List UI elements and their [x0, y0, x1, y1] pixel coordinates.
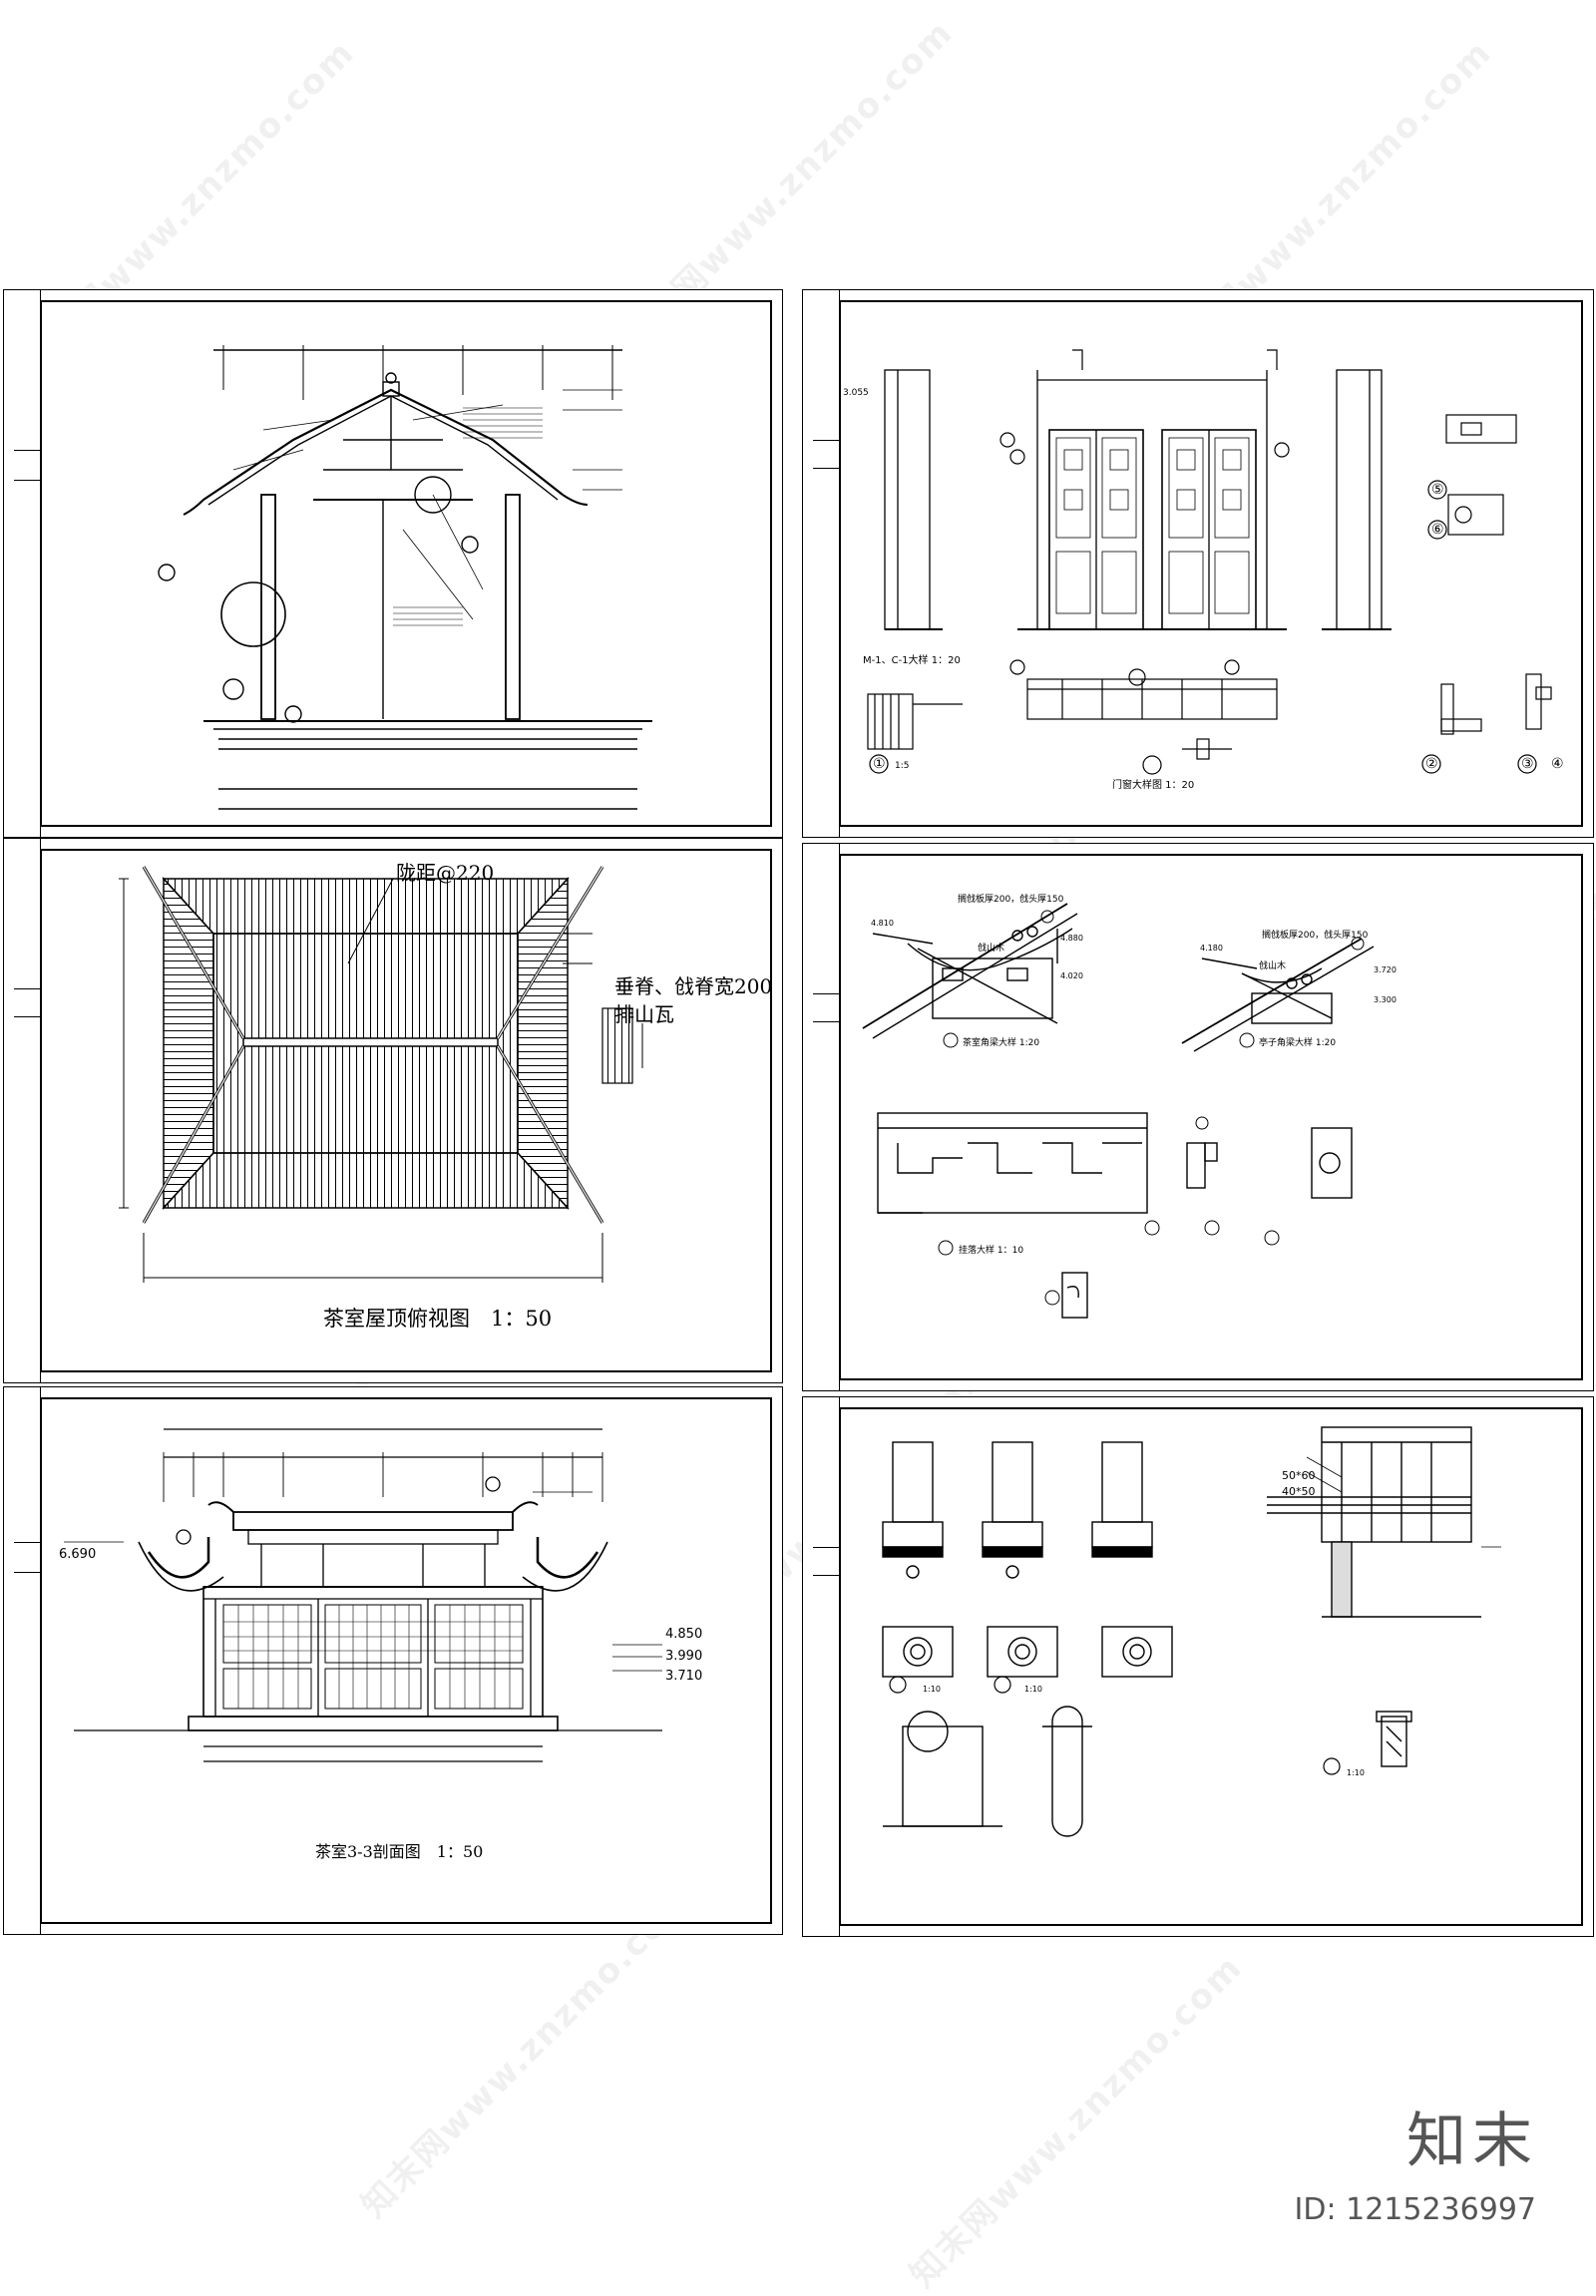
scale-1-10-b: 1:10 [1024, 1685, 1042, 1694]
elevation-3300: 3.300 [1374, 995, 1396, 1004]
sheet-section-33: 6.690 4.850 3.990 3.710 茶室3-3剖面图 1：50 [3, 1386, 783, 1935]
roof-plan-drawing [119, 866, 643, 1283]
corner-beam-caption-1: 茶室角梁大样 1:20 [963, 1038, 1040, 1048]
roof-plan-caption: 茶室屋顶俯视图 1：50 [323, 1307, 553, 1331]
section-33-drawing [64, 1428, 662, 1762]
door-window-drawing [867, 349, 1552, 775]
label-ge-board-2: 搁戗板厚200，戗头厚150 [1262, 931, 1369, 941]
sheet-frame [839, 854, 1583, 1380]
corner-beam-drawing [862, 903, 1375, 1319]
corner-beam-caption-2: 亭子角梁大样 1:20 [1259, 1038, 1337, 1048]
label-ge-board: 搁戗板厚200，戗头厚150 [958, 895, 1064, 905]
column-detail-drawing [882, 1426, 1501, 1837]
sheet-corner-beam: 搁戗板厚200，戗头厚150 搁戗板厚200，戗头厚150 戗山木 戗山木 4.… [802, 843, 1594, 1391]
elevation-3720: 3.720 [1374, 965, 1396, 974]
label-verge-tile: 排山瓦 [614, 1002, 674, 1026]
label-ge-wood: 戗山木 [978, 944, 1005, 954]
elevation-3055: 3.055 [843, 388, 869, 398]
hanging-caption: 挂落大样 1：10 [959, 1246, 1024, 1256]
sheet-frame [40, 849, 772, 1372]
elevation-4880: 4.880 [1060, 934, 1083, 943]
label-ridge-width: 垂脊、戗脊宽200 [614, 974, 773, 998]
sheet-frame [839, 300, 1583, 827]
brand-logo: 知末 [1406, 2106, 1538, 2176]
elevation-4850: 4.850 [665, 1627, 703, 1642]
scale-1-10-c: 1:10 [1347, 1768, 1365, 1777]
sheet-frame [839, 1407, 1583, 1926]
cross-section-drawing [158, 345, 652, 810]
sheet-frame [40, 300, 772, 827]
watermark: 知末网www.znzmo.com [902, 1947, 1251, 2296]
marker-4: ④ [1551, 756, 1564, 772]
sheet-frame [40, 1397, 772, 1924]
elevation-6690: 6.690 [59, 1547, 97, 1562]
elevation-4020: 4.020 [1060, 971, 1083, 980]
label-50x60: 50*60 [1282, 1469, 1316, 1482]
elevation-4810: 4.810 [871, 919, 894, 928]
marker-1: ① [873, 756, 886, 772]
mc-caption: M-1、C-1大样 1：20 [863, 655, 961, 666]
marker-6: ⑥ [1431, 522, 1444, 538]
marker-3: ③ [1521, 756, 1534, 772]
label-40x50: 40*50 [1282, 1485, 1316, 1498]
sheet-column-detail: 50*60 40*50 1:10 1:10 1:10 [802, 1396, 1594, 1937]
label-tile-pitch: 陇距@220 [396, 861, 495, 885]
elevation-3990: 3.990 [665, 1649, 703, 1664]
section-33-caption: 茶室3-3剖面图 1：50 [315, 1842, 484, 1861]
door-window-caption: 门窗大样图 1：20 [1112, 780, 1195, 791]
elevation-3710: 3.710 [665, 1669, 703, 1684]
sheet-door-window: 3.055 ① ② ③ ④ ⑤ ⑥ 1:5 M-1、C-1大样 1：20 门窗大… [802, 289, 1594, 838]
sheet-cross-section [3, 289, 783, 838]
resource-id: ID: 1215236997 [1294, 2192, 1536, 2227]
marker-5: ⑤ [1431, 482, 1444, 498]
sheet-roof-plan: 陇距@220 垂脊、戗脊宽200 排山瓦 茶室屋顶俯视图 1：50 [3, 838, 783, 1383]
scale-1-10: 1:10 [923, 1685, 941, 1694]
label-ge-wood-2: 戗山木 [1259, 961, 1287, 971]
elevation-4180: 4.180 [1200, 944, 1223, 953]
marker-2: ② [1425, 756, 1438, 772]
scale-1-5: 1:5 [895, 761, 910, 771]
